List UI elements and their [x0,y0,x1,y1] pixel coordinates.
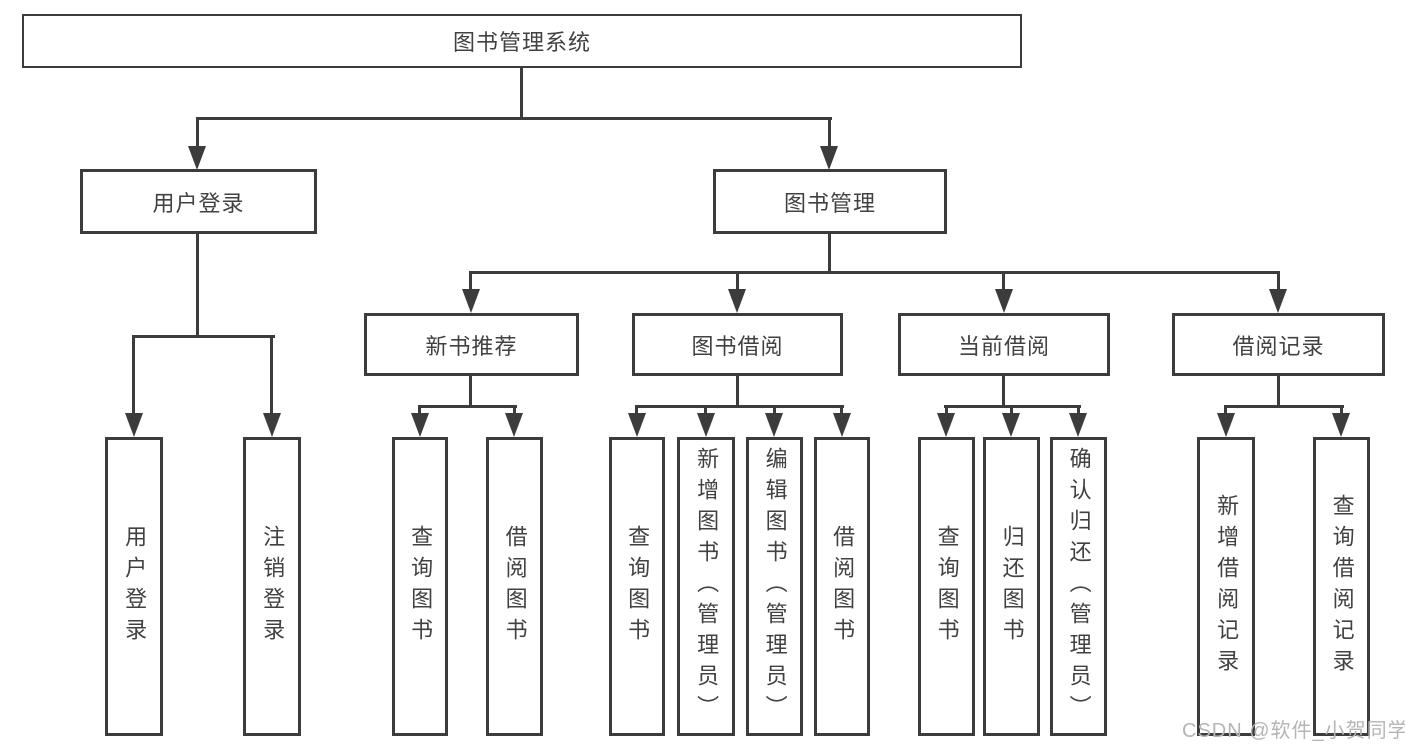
arrow-down-book-management-icon [820,146,838,170]
arrow-down-borrow-record-icon [1269,289,1287,313]
connector-drop-book-management [828,117,831,149]
arrow-down-cb-return-icon [1002,413,1020,437]
leaf-return-book-label: 归还图书 [999,524,1025,649]
leaf-query-book-3: 查询图书 [918,437,975,736]
leaf-query-book-1-label: 查询图书 [408,524,434,649]
leaf-edit-book-admin: 编辑图书（管理员） [746,437,803,736]
connector-drop-nb-query [418,405,421,417]
leaf-query-book-3-label: 查询图书 [934,524,960,649]
connector-user-login-stem [196,232,199,338]
leaf-add-borrow-record: 新增借阅记录 [1197,437,1255,736]
connector-drop-br-add [1224,405,1227,417]
leaf-borrow-book-2-label: 借阅图书 [830,524,856,649]
connector-level2-bus [196,117,832,120]
connector-drop-bb-add [704,405,707,417]
connector-current-borrow-stem [1002,374,1005,407]
node-book-management-label: 图书管理 [783,190,876,216]
connector-drop-borrow-record [1277,271,1280,293]
node-root: 图书管理系统 [22,14,1022,68]
leaf-borrow-book-2: 借阅图书 [814,437,870,736]
connector-user-login-bus [132,335,275,338]
connector-drop-cb-return [1010,405,1013,417]
connector-drop-cb-confirm [1077,405,1080,417]
leaf-confirm-return-admin-label: 确认归还（管理员） [1066,447,1092,726]
connector-root-stem [520,66,523,119]
leaf-query-borrow-record-label: 查询借阅记录 [1329,493,1355,680]
connector-drop-nb-borrow [513,405,516,417]
connector-book-borrow-bus [635,405,844,408]
connector-drop-cb-query [945,405,948,417]
connector-new-book-stem [469,374,472,407]
connector-drop-br-query [1340,405,1343,417]
node-borrow-record-label: 借阅记录 [1232,333,1325,359]
leaf-return-book: 归还图书 [983,437,1040,736]
node-user-login-label: 用户登录 [152,190,245,216]
arrow-down-nb-query-icon [411,413,429,437]
node-new-book-recommend: 新书推荐 [364,313,579,376]
leaf-edit-book-admin-label: 编辑图书（管理员） [762,447,788,726]
node-book-management: 图书管理 [713,169,947,234]
leaf-user-login: 用户登录 [105,437,163,736]
leaf-query-book-2: 查询图书 [609,437,665,736]
node-user-login: 用户登录 [80,169,317,234]
node-current-borrow-label: 当前借阅 [957,333,1050,359]
node-current-borrow: 当前借阅 [898,313,1110,376]
leaf-query-book-1: 查询图书 [392,437,448,736]
arrow-down-cb-query-icon [937,413,955,437]
connector-drop-bb-edit [773,405,776,417]
arrow-down-br-query-icon [1332,413,1350,437]
connector-drop-current-borrow [1002,271,1005,293]
leaf-add-book-admin: 新增图书（管理员） [677,437,735,736]
connector-drop-user-login [196,117,199,149]
arrow-down-user-login-icon [188,146,206,170]
arrow-down-current-borrow-icon [995,289,1013,313]
arrow-down-new-book-icon [462,289,480,313]
connector-drop-leaf-logout [270,335,273,415]
leaf-query-book-2-label: 查询图书 [625,524,651,649]
connector-drop-bb-query [635,405,638,417]
node-book-borrow-label: 图书借阅 [691,333,784,359]
leaf-query-borrow-record: 查询借阅记录 [1313,437,1370,736]
arrow-down-leaf-user-login-icon [125,413,143,437]
arrow-down-cb-confirm-icon [1069,413,1087,437]
connector-book-borrow-stem [736,374,739,407]
arrow-down-bb-query-icon [628,413,646,437]
leaf-user-login-label: 用户登录 [122,524,148,649]
connector-drop-new-book [469,271,472,293]
arrow-down-bb-add-icon [697,413,715,437]
connector-borrow-record-stem [1277,374,1280,407]
connector-drop-bb-borrow [840,405,843,417]
leaf-logout: 注销登录 [243,437,301,736]
node-root-label: 图书管理系统 [452,30,591,55]
arrow-down-bb-borrow-icon [833,413,851,437]
leaf-add-borrow-record-label: 新增借阅记录 [1214,493,1240,680]
leaf-confirm-return-admin: 确认归还（管理员） [1050,437,1107,736]
connector-borrow-record-bus [1224,405,1344,408]
arrow-down-br-add-icon [1217,413,1235,437]
leaf-add-book-admin-label: 新增图书（管理员） [694,447,720,726]
arrow-down-book-borrow-icon [728,289,746,313]
leaf-borrow-book-1-label: 借阅图书 [502,524,528,649]
connector-drop-leaf-user-login [132,335,135,415]
connector-level3-bus [470,271,1280,274]
connector-new-book-bus [419,405,517,408]
leaf-borrow-book-1: 借阅图书 [486,437,543,736]
connector-drop-book-borrow [736,271,739,293]
node-book-borrow: 图书借阅 [632,313,843,376]
connector-book-management-stem [828,232,831,274]
node-borrow-record: 借阅记录 [1172,313,1385,376]
csdn-watermark: CSDN @软件_小贺同学 [1182,720,1405,742]
node-new-book-recommend-label: 新书推荐 [425,333,518,359]
arrow-down-nb-borrow-icon [505,413,523,437]
arrow-down-bb-edit-icon [765,413,783,437]
arrow-down-leaf-logout-icon [263,413,281,437]
leaf-logout-label: 注销登录 [260,524,286,649]
